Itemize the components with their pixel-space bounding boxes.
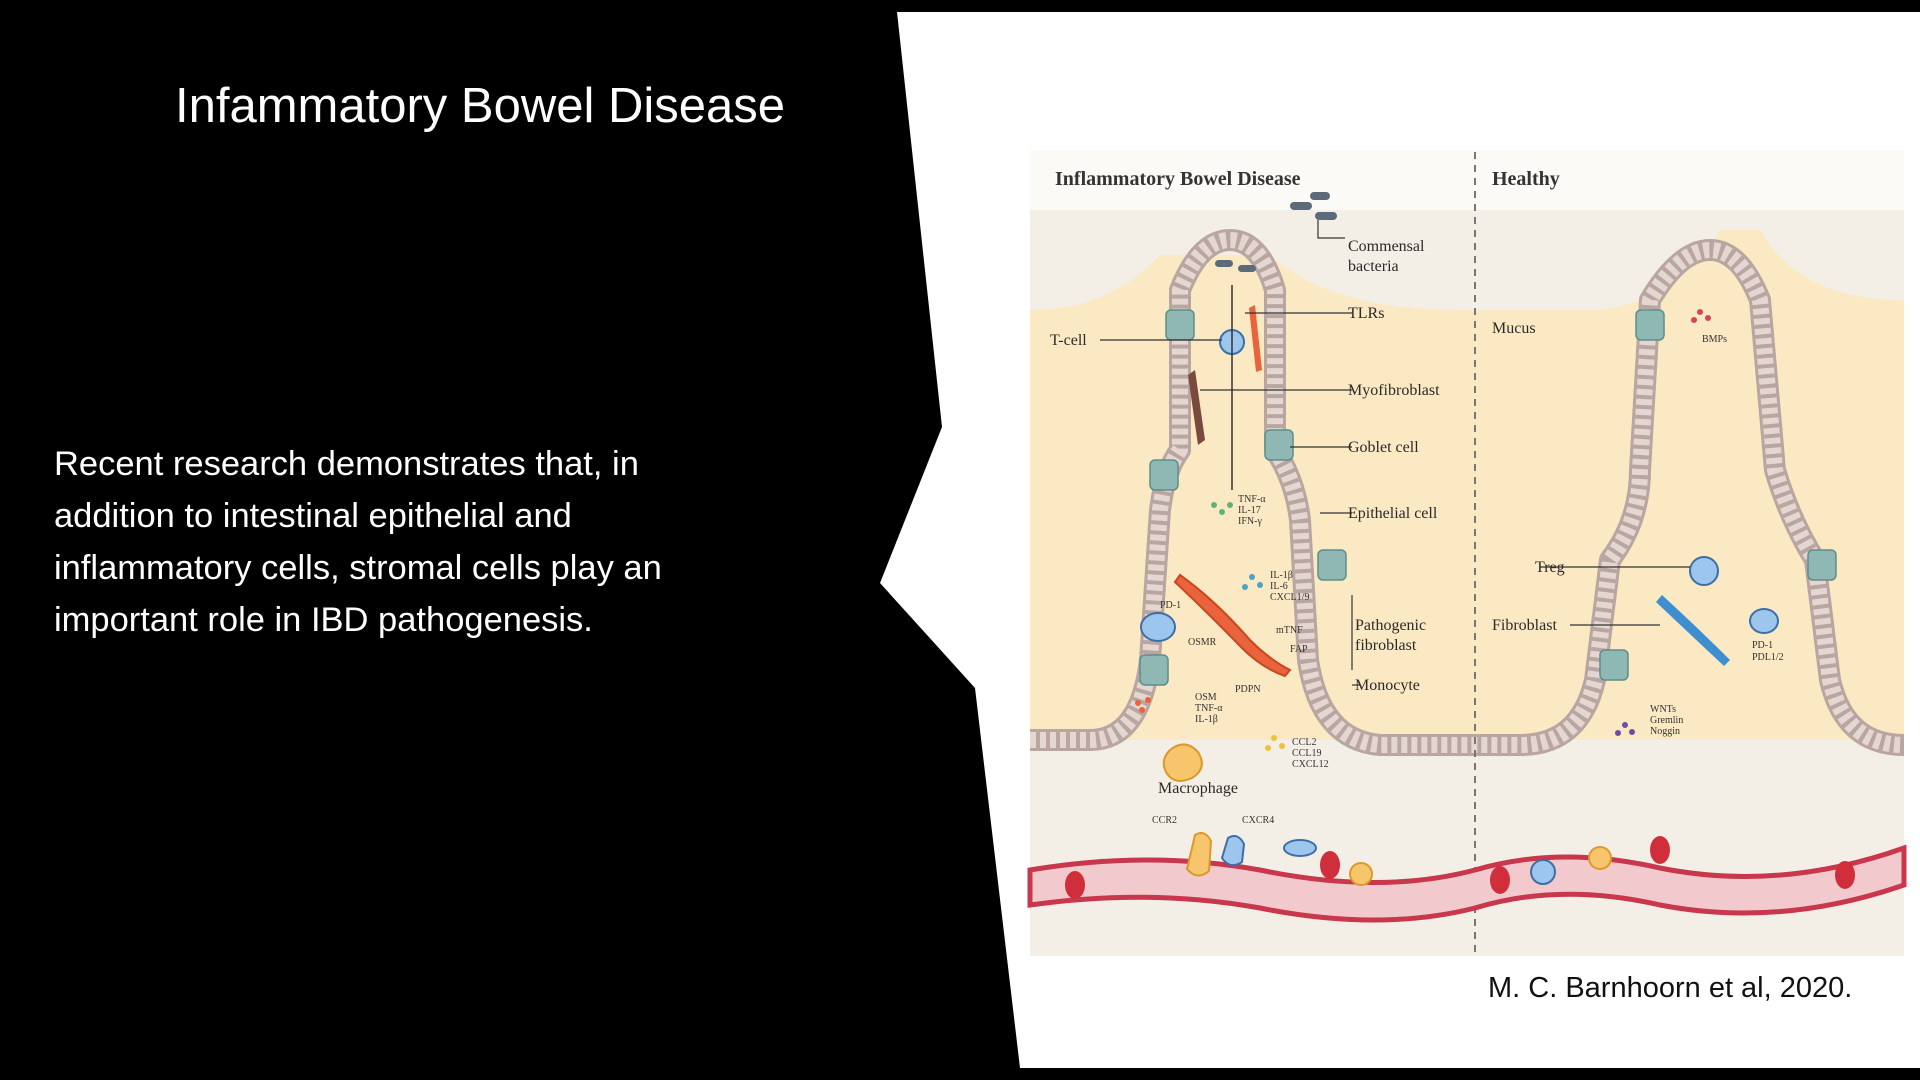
ibd-diagram: Inflammatory Bowel Disease Healthy Comme… — [1027, 150, 1907, 956]
label-ccl2: CCL2 — [1292, 737, 1316, 748]
label-epithelial-cell: Epithelial cell — [1348, 505, 1438, 522]
label-noggin: Noggin — [1650, 726, 1680, 737]
label-mtnf: mTNF — [1276, 625, 1303, 636]
extravasating-monocyte — [1185, 832, 1213, 877]
extravasating-cell-cxcr4 — [1220, 835, 1246, 867]
label-monocyte: Monocyte — [1355, 677, 1420, 694]
slide-body-text: Recent research demonstrates that, in ad… — [54, 445, 662, 639]
macrophage-shape — [1162, 743, 1203, 782]
figure-citation: M. C. Barnhoorn et al, 2020. — [1488, 972, 1853, 1004]
pathogenic-fibroblast-shape — [1173, 573, 1292, 678]
label-il17: IL-17 — [1238, 505, 1261, 516]
label-macrophage: Macrophage — [1158, 780, 1238, 797]
label-fap: FAP — [1290, 644, 1308, 655]
label-osmr: OSMR — [1188, 637, 1217, 648]
myofibroblast-shape — [1188, 370, 1205, 445]
label-il1b-a: IL-1β — [1270, 570, 1293, 581]
pdl-cell — [1749, 608, 1779, 634]
label-commensal-1: Commensal — [1348, 238, 1425, 255]
label-pathogenic-2: fibroblast — [1355, 637, 1417, 654]
label-il1b-b: IL-1β — [1195, 714, 1218, 725]
mucus-layer — [1030, 230, 1904, 740]
label-tlrs: TLRs — [1348, 305, 1384, 322]
label-gremlin: Gremlin — [1650, 715, 1683, 726]
label-cxcl12: CXCL12 — [1292, 759, 1329, 770]
tlr-fibroblast-shape — [1249, 305, 1262, 372]
label-goblet-cell: Goblet cell — [1348, 439, 1419, 456]
label-commensal-2: bacteria — [1348, 258, 1399, 275]
treg-shape — [1689, 556, 1719, 586]
healthy-fibroblast-shape — [1656, 595, 1730, 666]
label-osm: OSM — [1195, 692, 1217, 703]
label-ccr2: CCR2 — [1152, 815, 1177, 826]
label-bmps: BMPs — [1702, 334, 1727, 345]
label-pd1-healthy: PD-1 — [1752, 640, 1773, 651]
label-pd1: PD-1 — [1160, 600, 1181, 611]
label-wnts: WNTs — [1650, 704, 1676, 715]
vessel-leukocytes — [1283, 839, 1612, 886]
blood-vessel — [1027, 844, 1907, 923]
label-fibroblast: Fibroblast — [1492, 617, 1557, 634]
label-tnfa-2: TNF-α — [1195, 703, 1223, 714]
label-pdpn: PDPN — [1235, 684, 1261, 695]
label-tnfa: TNF-α — [1238, 494, 1266, 505]
pd1-cell — [1140, 612, 1176, 642]
label-cxcl19: CXCL1/9 — [1270, 592, 1309, 603]
red-blood-cells — [1065, 836, 1855, 899]
commensal-bacteria — [1215, 192, 1337, 272]
label-cxcr4: CXCR4 — [1242, 815, 1274, 826]
label-mucus: Mucus — [1492, 320, 1536, 337]
label-treg: Treg — [1535, 559, 1565, 576]
label-pdl12: PDL1/2 — [1752, 652, 1784, 663]
header-ibd: Inflammatory Bowel Disease — [1055, 168, 1301, 190]
header-healthy: Healthy — [1492, 168, 1560, 190]
label-myofibroblast: Myofibroblast — [1348, 382, 1440, 399]
label-il6: IL-6 — [1270, 581, 1288, 592]
label-ifng: IFN-γ — [1238, 516, 1262, 527]
label-pathogenic-1: Pathogenic — [1355, 617, 1426, 634]
label-tcell: T-cell — [1050, 332, 1087, 349]
slide-title: Infammatory Bowel Disease — [175, 79, 786, 133]
label-ccl19: CCL19 — [1292, 748, 1321, 759]
goblet-cells — [1139, 309, 1837, 686]
